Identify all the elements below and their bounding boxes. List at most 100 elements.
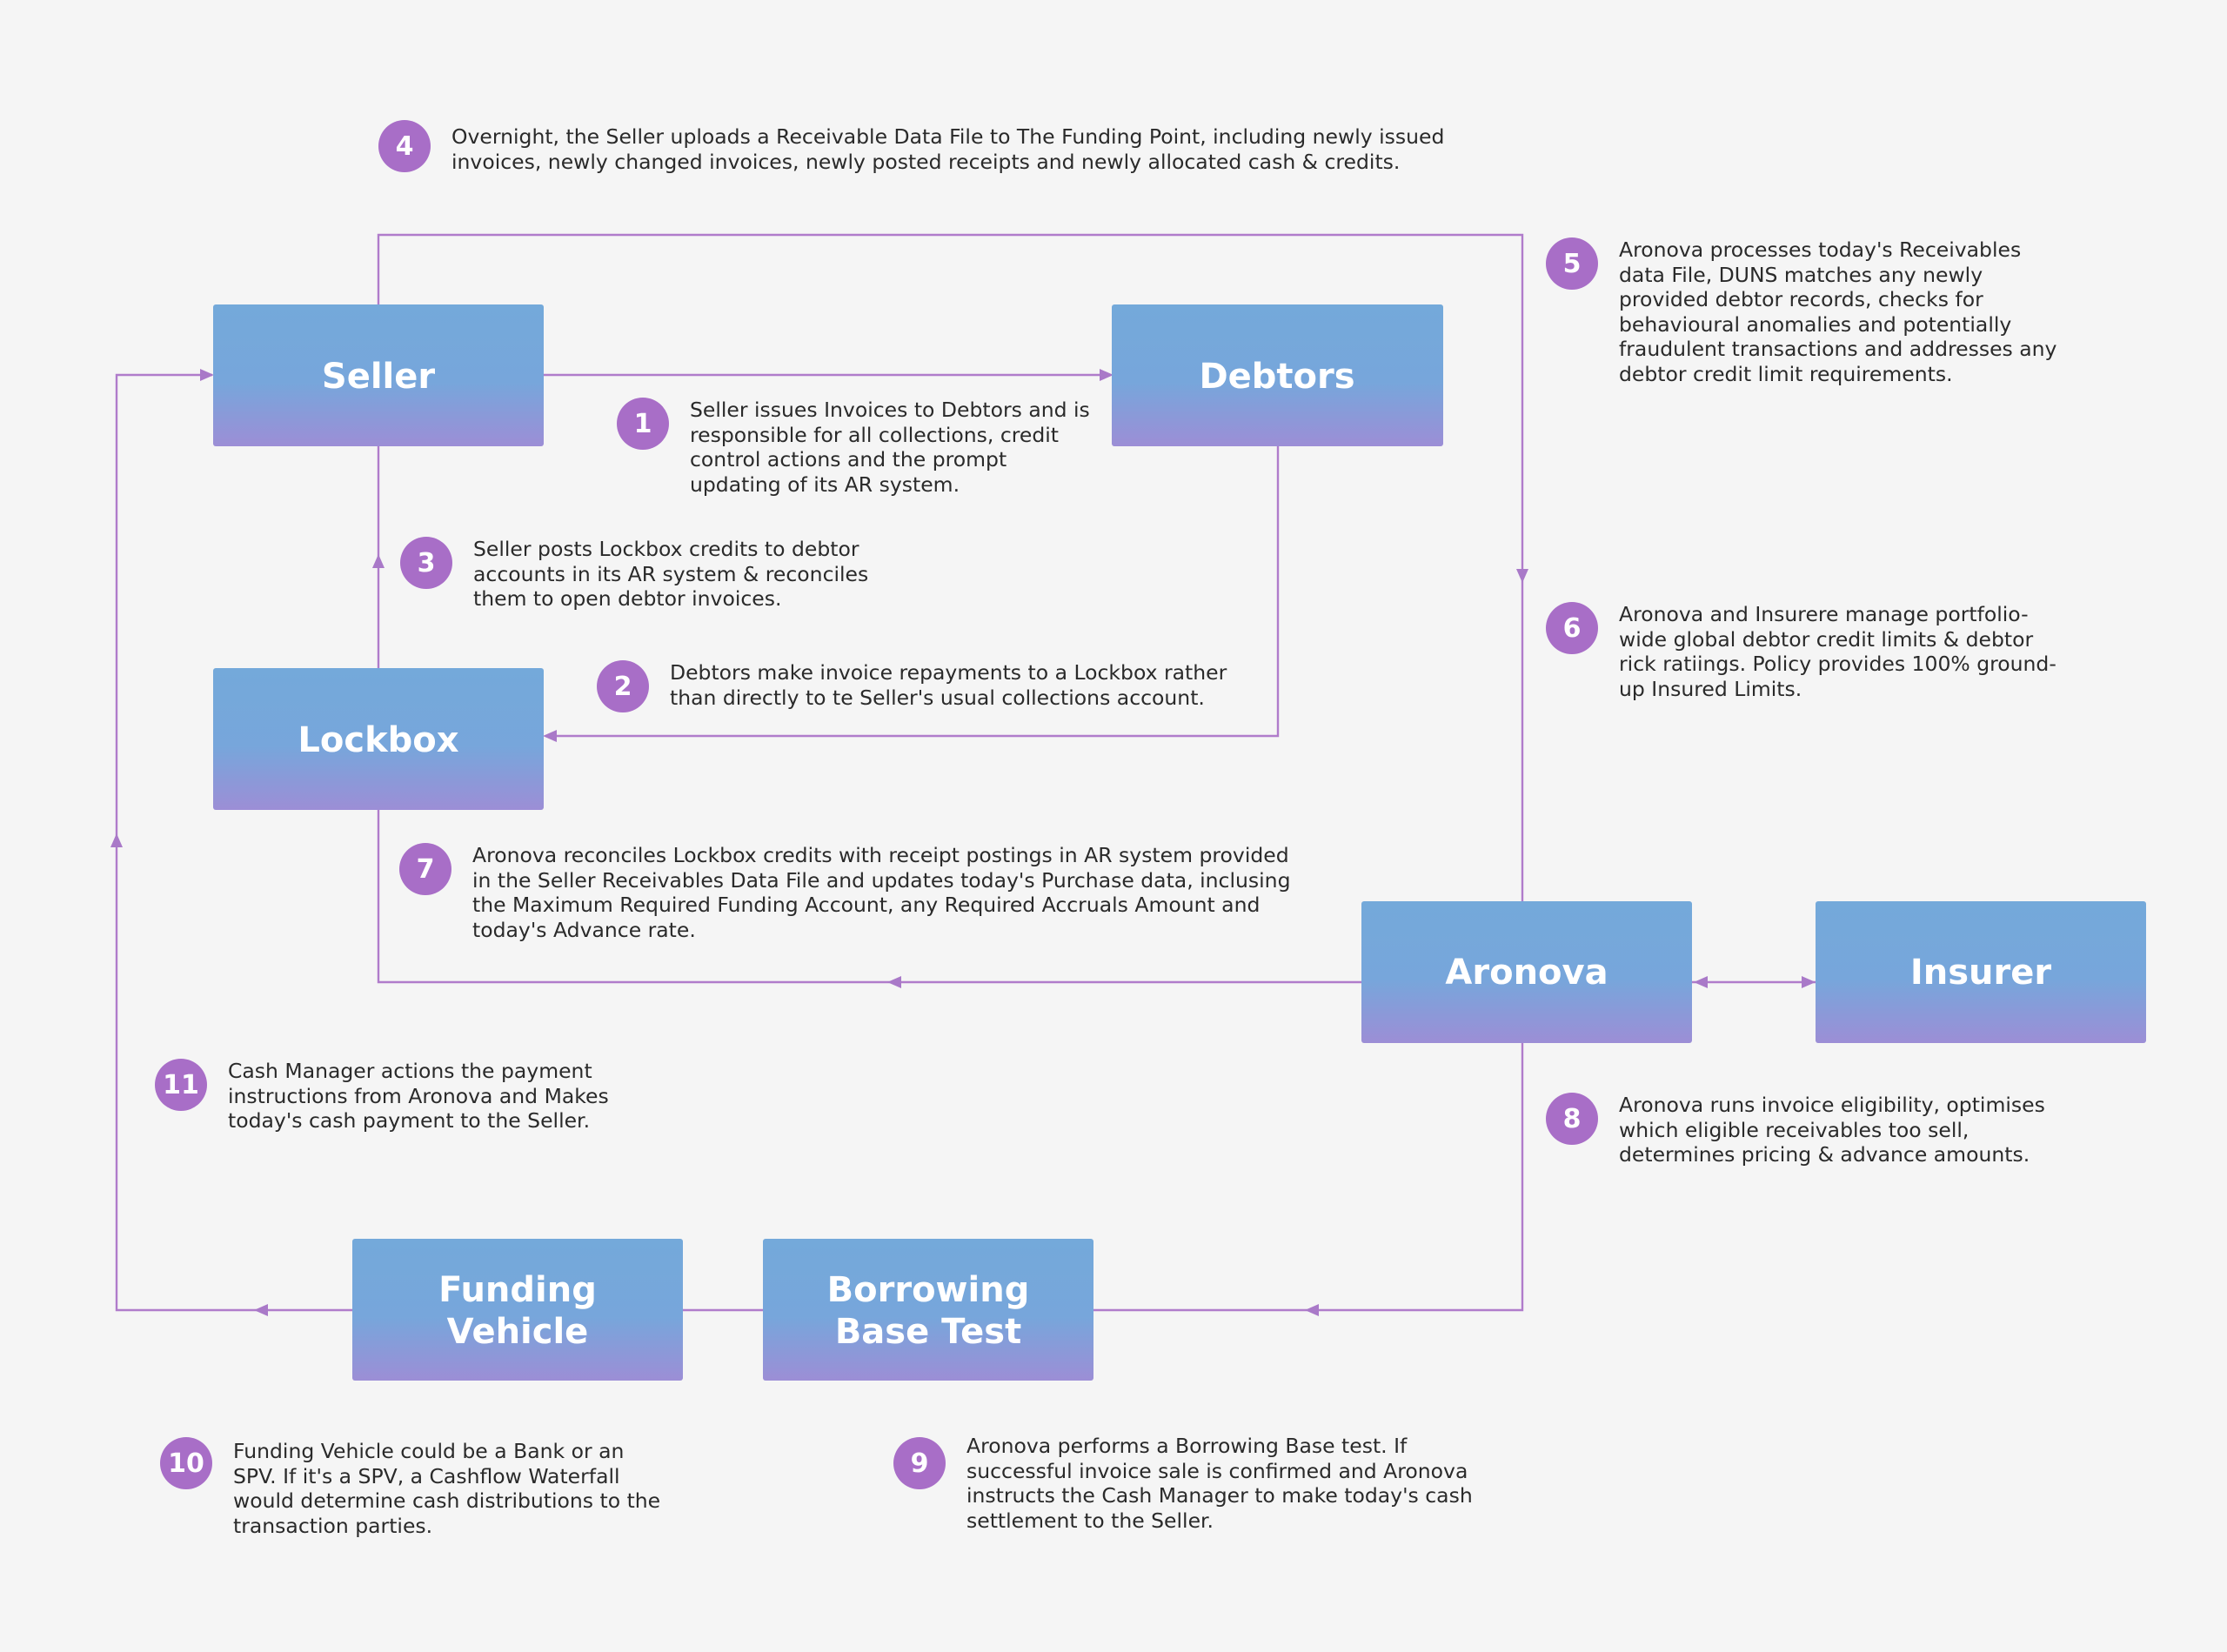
arrowheads [110, 369, 1816, 1316]
step-badge: 3 [400, 537, 452, 589]
step-line: Aronova and Insurere manage portfolio- [1619, 602, 2029, 626]
box-aronova: Aronova [1361, 901, 1692, 1043]
step-line: Funding Vehicle could be a Bank or an [233, 1439, 625, 1463]
step-line: Debtors make invoice repayments to a Loc… [670, 660, 1227, 685]
step-description: Funding Vehicle could be a Bank or an SP… [233, 1439, 660, 1538]
step-line: instructions from Aronova and Makes [228, 1083, 609, 1108]
step-1: 1 Seller issues Invoices to Debtors and … [617, 398, 1090, 497]
step-line: rick ratiings. Policy provides 100% grou… [1619, 652, 2056, 676]
step-line: provided debtor records, checks for [1619, 287, 1983, 311]
box-funding-vehicle-line-1: Funding [438, 1270, 597, 1310]
step-line: Overnight, the Seller uploads a Receivab… [451, 124, 1445, 149]
box-debtors: Debtors [1112, 304, 1443, 446]
step-line: which eligible receivables too sell, [1619, 1117, 1970, 1142]
step-line: than directly to te Seller's usual colle… [670, 685, 1205, 710]
step-4: 4 Overnight, the Seller uploads a Receiv… [378, 120, 1444, 174]
step-line: accounts in its AR system & reconciles [473, 561, 869, 586]
step-badge: 11 [155, 1059, 207, 1111]
step-line: Aronova reconciles Lockbox credits with … [472, 843, 1289, 867]
arrow-right-icon [200, 369, 214, 381]
arrow-left-icon [1694, 976, 1708, 988]
step-line: fraudulent transactions and addresses an… [1619, 337, 2057, 361]
step-line: would determine cash distributions to th… [233, 1488, 661, 1513]
box-borrowing-base-test: Borrowing Base Test [763, 1239, 1093, 1381]
step-badge: 10 [160, 1437, 212, 1489]
connector-aronova-to-borrowing-base [1093, 1043, 1524, 1312]
arrow-right-icon [1100, 369, 1114, 381]
box-seller: Seller [213, 304, 544, 446]
step-line: invoices, newly changed invoices, newly … [451, 149, 1401, 174]
step-description: Aronova runs invoice eligibility, optimi… [1619, 1093, 2045, 1167]
step-line: them to open debtor invoices. [473, 586, 782, 611]
step-5: 5 Aronova processes today's Receivables … [1546, 237, 2056, 386]
step-6: 6 Aronova and Insurere manage portfolio-… [1546, 602, 2056, 701]
step-line: Aronova processes today's Receivables [1619, 237, 2022, 262]
step-9: 9 Aronova performs a Borrowing Base test… [893, 1434, 1473, 1533]
step-badge: 6 [1546, 602, 1598, 654]
step-line: settlement to the Seller. [966, 1508, 1214, 1533]
box-lockbox: Lockbox [213, 668, 544, 810]
step-description: Seller posts Lockbox credits to debtor a… [473, 537, 868, 612]
step-line: today's cash payment to the Seller. [228, 1108, 591, 1133]
connector-seller-to-aronova [377, 233, 1524, 901]
box-aronova-label: Aronova [1445, 953, 1608, 993]
step-10: 10 Funding Vehicle could be a Bank or an… [160, 1437, 660, 1538]
box-funding-vehicle: Funding Vehicle [352, 1239, 683, 1381]
step-line: data File, DUNS matches any newly [1619, 262, 1983, 287]
step-line: Seller posts Lockbox credits to debtor [473, 537, 859, 561]
step-line: responsible for all collections, credit [690, 422, 1060, 447]
step-line: the Maximum Required Funding Account, an… [472, 893, 1261, 917]
step-description: Aronova reconciles Lockbox credits with … [472, 843, 1290, 942]
connector-aronova-to-lockbox [377, 810, 1361, 984]
step-badge: 5 [1546, 237, 1598, 290]
step-description: Aronova and Insurere manage portfolio- w… [1619, 602, 2056, 701]
step-badge: 9 [893, 1437, 946, 1489]
step-badge: 7 [399, 843, 451, 895]
step-line: wide global debtor credit limits & debto… [1619, 626, 2034, 652]
step-line: behavioural anomalies and potentially [1619, 311, 2012, 337]
step-description: Debtors make invoice repayments to a Loc… [670, 660, 1227, 710]
arrow-up-icon [372, 554, 385, 568]
arrow-right-icon [1802, 976, 1816, 988]
step-description: Aronova processes today's Receivables da… [1619, 237, 2056, 386]
box-borrowing-base-test-line-2: Base Test [835, 1312, 1021, 1352]
step-line: SPV. If it's a SPV, a Cashflow Waterfall [233, 1463, 620, 1488]
step-11: 11 Cash Manager actions the payment inst… [155, 1059, 609, 1134]
step-8: 8 Aronova runs invoice eligibility, opti… [1546, 1093, 2045, 1167]
step-badge: 8 [1546, 1093, 1598, 1145]
step-line: Cash Manager actions the payment [228, 1059, 592, 1083]
step-line: up Insured Limits. [1619, 676, 1802, 701]
step-line: debtor credit limit requirements. [1619, 361, 1953, 386]
step-line: instructs the Cash Manager to make today… [966, 1483, 1473, 1508]
box-insurer: Insurer [1816, 901, 2146, 1043]
step-line: Aronova performs a Borrowing Base test. … [966, 1434, 1408, 1458]
box-lockbox-label: Lockbox [298, 720, 458, 760]
step-line: updating of its AR system. [690, 472, 960, 497]
arrow-left-icon [1305, 1304, 1319, 1316]
box-insurer-label: Insurer [1910, 953, 2052, 993]
step-description: Aronova performs a Borrowing Base test. … [966, 1434, 1473, 1533]
box-funding-vehicle-line-2: Vehicle [447, 1312, 589, 1352]
arrow-left-icon [887, 976, 901, 988]
step-description: Cash Manager actions the payment instruc… [228, 1059, 609, 1134]
step-line: transaction parties. [233, 1513, 433, 1538]
step-line: today's Advance rate. [472, 917, 696, 942]
box-seller-label: Seller [322, 357, 435, 397]
step-badge: 1 [617, 398, 669, 450]
step-badge: 4 [378, 120, 431, 172]
step-description: Seller issues Invoices to Debtors and is… [690, 398, 1090, 497]
step-description: Overnight, the Seller uploads a Receivab… [451, 124, 1444, 174]
arrow-left-icon [254, 1304, 268, 1316]
step-3: 3 Seller posts Lockbox credits to debtor… [400, 537, 868, 612]
step-7: 7 Aronova reconciles Lockbox credits wit… [399, 843, 1290, 942]
step-badge: 2 [597, 660, 649, 712]
step-2: 2 Debtors make invoice repayments to a L… [597, 660, 1227, 712]
arrow-down-icon [1516, 569, 1528, 583]
connector-debtors-to-lockbox [553, 445, 1280, 738]
step-line: determines pricing & advance amounts. [1619, 1142, 2030, 1167]
box-debtors-label: Debtors [1199, 357, 1354, 397]
step-line: Aronova runs invoice eligibility, optimi… [1619, 1093, 2045, 1117]
arrow-left-icon [543, 730, 557, 742]
step-line: in the Seller Receivables Data File and … [472, 867, 1291, 893]
